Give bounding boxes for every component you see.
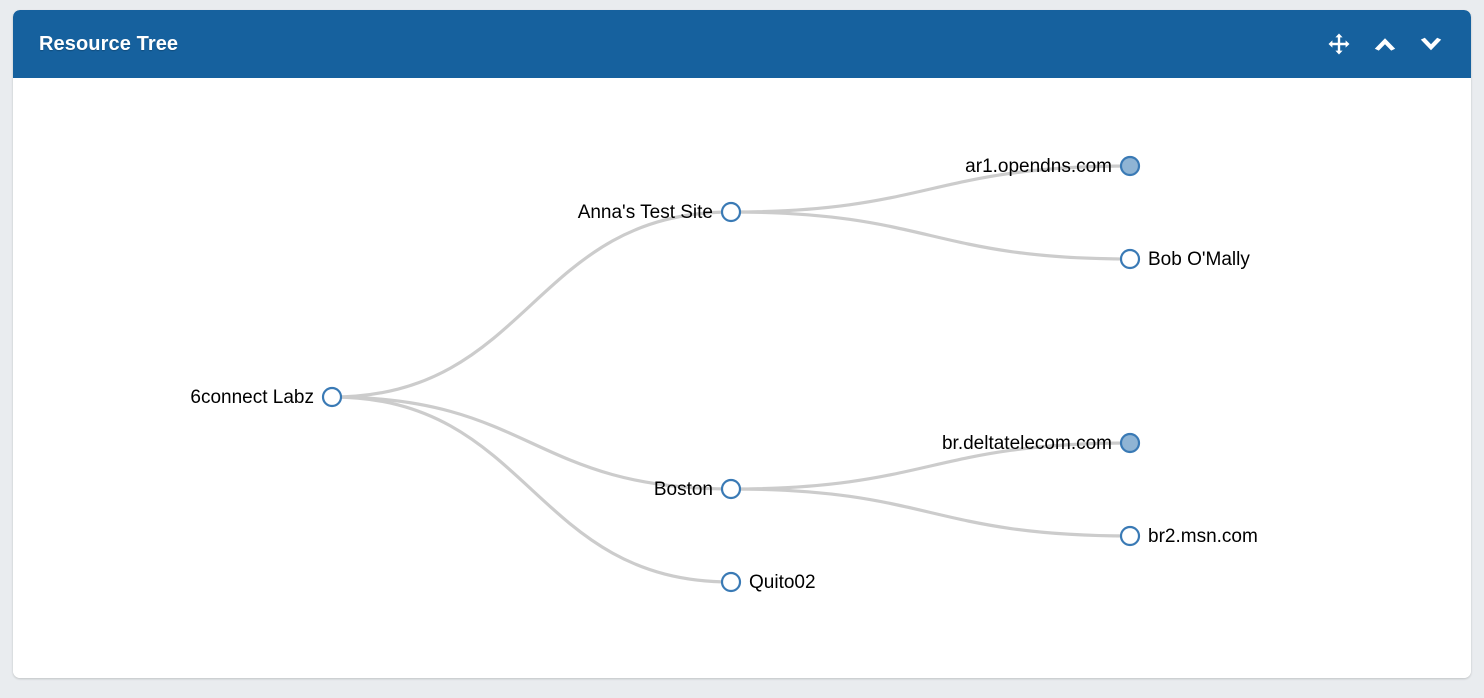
page-title: Resource Tree bbox=[39, 33, 179, 55]
collapse-button[interactable] bbox=[1365, 23, 1405, 65]
tree-node-root[interactable]: 6connect Labz bbox=[190, 386, 343, 408]
node-circle[interactable] bbox=[720, 571, 742, 593]
node-circle[interactable] bbox=[321, 386, 343, 408]
node-label: br.deltatelecom.com bbox=[942, 433, 1112, 454]
tree-node-boston[interactable]: Boston bbox=[654, 478, 742, 500]
panel-header: Resource Tree bbox=[13, 10, 1471, 78]
node-circle[interactable] bbox=[1119, 155, 1141, 177]
node-label: Bob O'Mally bbox=[1148, 249, 1250, 270]
tree-link bbox=[330, 395, 733, 584]
tree-node-ar1[interactable]: ar1.opendns.com bbox=[965, 155, 1141, 177]
node-circle[interactable] bbox=[720, 201, 742, 223]
panel-header-tools bbox=[1319, 10, 1451, 78]
node-circle[interactable] bbox=[1119, 525, 1141, 547]
tree-link bbox=[729, 210, 1132, 261]
tree-nodes-layer: 6connect Labz Anna's Test SiteBostonQuito… bbox=[190, 155, 1258, 593]
move-icon bbox=[1328, 33, 1350, 55]
node-label: Boston bbox=[654, 479, 713, 500]
tree-node-anna[interactable]: Anna's Test Site bbox=[578, 201, 742, 223]
tree-node-bob[interactable]: Bob O'Mally bbox=[1119, 248, 1250, 270]
tree-node-quito02[interactable]: Quito02 bbox=[720, 571, 816, 593]
expand-button[interactable] bbox=[1411, 23, 1451, 65]
tree-link bbox=[729, 487, 1132, 538]
tree-link bbox=[729, 441, 1132, 491]
node-label: ar1.opendns.com bbox=[965, 156, 1112, 177]
node-circle[interactable] bbox=[720, 478, 742, 500]
node-circle[interactable] bbox=[1119, 248, 1141, 270]
node-label: Anna's Test Site bbox=[578, 202, 713, 223]
chevron-up-icon bbox=[1372, 34, 1398, 54]
tree-node-br2[interactable]: br2.msn.com bbox=[1119, 525, 1258, 547]
tree-node-deltatel[interactable]: br.deltatelecom.com bbox=[942, 432, 1141, 454]
node-label: Quito02 bbox=[749, 572, 816, 593]
node-circle[interactable] bbox=[1119, 432, 1141, 454]
node-label: 6connect Labz bbox=[190, 387, 314, 408]
resource-tree-panel: Resource Tree bbox=[13, 10, 1471, 678]
chevron-down-icon bbox=[1418, 34, 1444, 54]
tree-links-layer bbox=[330, 164, 1132, 584]
move-button[interactable] bbox=[1319, 23, 1359, 65]
tree-link bbox=[330, 395, 733, 491]
node-label: br2.msn.com bbox=[1148, 526, 1258, 547]
resource-tree-graph[interactable]: 6connect Labz Anna's Test SiteBostonQuito… bbox=[13, 78, 1471, 678]
tree-link bbox=[729, 164, 1132, 214]
tree-link bbox=[330, 210, 733, 399]
